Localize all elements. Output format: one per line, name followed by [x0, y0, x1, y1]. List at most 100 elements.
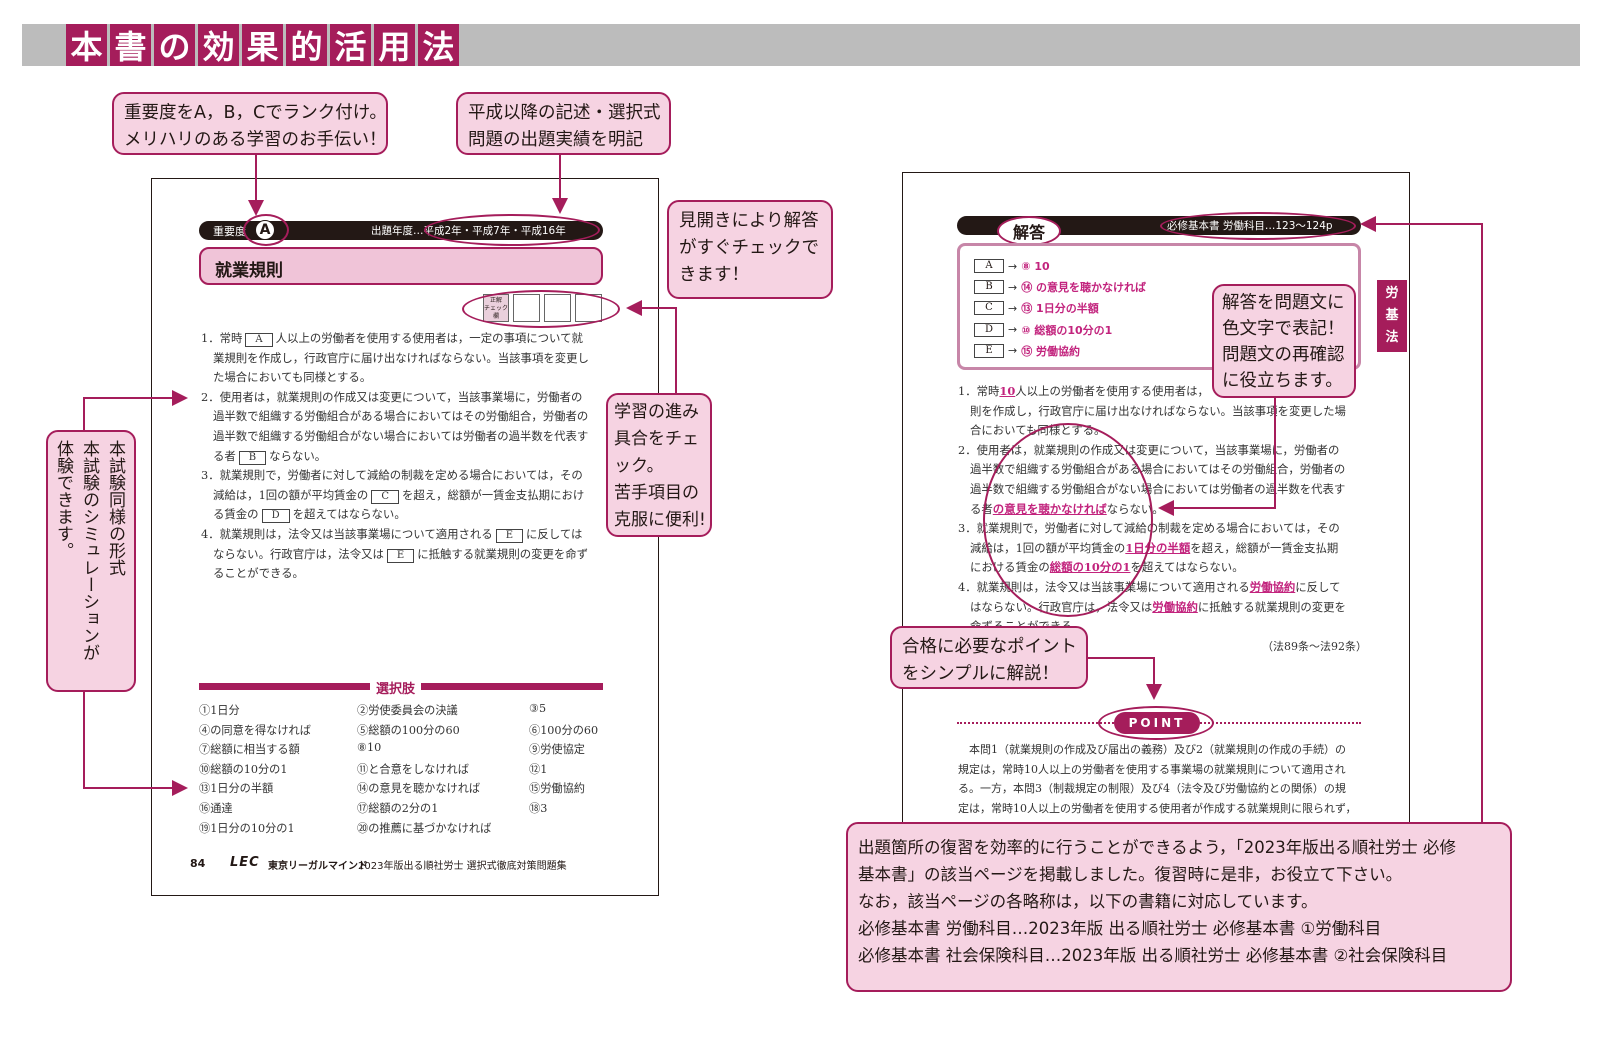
publisher-logo: LEC: [230, 855, 260, 870]
answer-line: はならない。行政官庁は，法令又は労働協約に抵触する就業規則の変更を: [958, 598, 1346, 618]
text-run: に反しては: [526, 526, 583, 541]
check-boxes-highlight-ring: [462, 290, 620, 328]
callout-simulation: 本試験同様の形式 本試験のシミュレーションが 体験できます。: [46, 430, 136, 692]
answer-line: 1．常時10人以上の労働者を使用する使用者は，: [958, 382, 1346, 402]
text-run: はならない。行政官庁は，法令又は: [970, 599, 1153, 614]
arrow-icon: →: [1008, 344, 1018, 358]
answer-key: D: [974, 322, 1004, 337]
choice-item: ⑥100分の60: [529, 723, 599, 737]
callout-spread: 見開きにより解答 がすぐチェックで きます！: [667, 200, 833, 299]
callout-line: なお，該当ページの各略称は，以下の書籍に対応しています。: [858, 892, 1318, 911]
title-char: 用: [374, 24, 415, 66]
answer-line: 2．使用者は，就業規則の作成又は変更について，当該事業場に，労働者の: [958, 442, 1340, 457]
choices-title-text: 選択肢: [376, 682, 416, 697]
callout-line: をシンプルに解説！: [902, 664, 1059, 685]
choice-item: ⑤総額の100分の60: [357, 723, 460, 737]
title-char: の: [154, 24, 195, 66]
title-char: 果: [242, 24, 283, 66]
text-run: を超え，総額が一賃金支払期におけ: [401, 487, 585, 502]
blank-e-2: E: [386, 548, 415, 563]
text-run: ならない。: [1106, 501, 1164, 516]
section-title: 就業規則: [215, 261, 283, 281]
choice-item: ⑱3: [529, 802, 548, 815]
answer-row: B →⑭ の意見を聴かなければ: [974, 277, 1146, 297]
answer-value: ⑧ 10: [1021, 259, 1050, 273]
answer-line: 過半数で組織する労働組合がある場合においてはその労働組合，労働者の: [970, 462, 1346, 477]
answer-highlight: 1日分の半額: [1125, 540, 1191, 555]
law-reference: （法89条～法92条）: [1262, 640, 1367, 653]
page-footer: 84 LEC 東京リーガルマインド 2023年版出る順社労士 選択式徹底対策問題…: [190, 855, 620, 874]
callout-line: 合格に必要なポイント: [902, 637, 1077, 657]
page-title: 本 書 の 効 果 的 活 用 法: [66, 24, 459, 66]
callout-line: がすぐチェックで: [679, 238, 819, 258]
choice-item: ⑬1日分の半額: [199, 782, 274, 796]
text-run: る賃金の: [213, 507, 259, 522]
text-run: を超えてはならない。: [292, 507, 406, 522]
text-run: 1．常時: [201, 331, 243, 345]
callout-line: 体験できます。: [53, 440, 73, 559]
callout-line: に役立ちます。: [1222, 371, 1343, 391]
choice-item: ⑦総額に相当する額: [199, 743, 300, 757]
answer-value: ⑮ 労働協約: [1021, 344, 1081, 358]
question-line: ることができる。: [213, 566, 304, 581]
answer-key: C: [974, 301, 1004, 316]
side-tab-char: 労: [1385, 286, 1399, 301]
choices-list: ①1日分 ②労使委員会の決議 ③5 ④の同意を得なければ ⑤総額の100分の60…: [199, 702, 609, 842]
callout-bottom: 出題箇所の復習を効率的に行うことができるよう，「2023年版出る順社労士 必修 …: [846, 822, 1512, 992]
title-char: 本: [66, 24, 107, 66]
arrow-icon: →: [1008, 301, 1018, 315]
answer-line: 4．就業規則は，法令又は当該事業場について適用される労働協約に反して: [958, 578, 1346, 598]
answer-value: ⑬ 1日分の半額: [1021, 302, 1099, 316]
answer-highlight: 総額の10分の1: [1049, 560, 1131, 575]
choice-item: ⑰総額の2分の1: [357, 802, 439, 815]
title-char: 的: [286, 24, 327, 66]
choice-item: ⑮労働協約: [529, 782, 585, 796]
text-run: る者: [970, 501, 993, 516]
page-number: 84: [190, 857, 206, 870]
title-char: 効: [198, 24, 239, 66]
title-char: 法: [418, 24, 459, 66]
choice-item: ⑳の推薦に基づかなければ: [357, 821, 492, 835]
choice-item: ⑲1日分の10分の1: [199, 821, 295, 835]
question-line: 2．使用者は，就業規則の作成又は変更について，当該事業場に，労働者の: [201, 389, 583, 404]
callout-line: 問題の出題実績を明記: [468, 130, 643, 151]
callout-line: 本試験同様の形式: [105, 440, 125, 576]
importance-highlight-ring: [243, 214, 289, 246]
choices-title: 選択肢: [370, 678, 422, 697]
choice-item: ⑩総額の10分の1: [199, 762, 288, 776]
choice-item: ②労使委員会の決議: [357, 704, 458, 717]
choice-item: ⑪と合意をしなければ: [357, 762, 469, 776]
callout-line: 基本書」の該当ページを掲載しました。復習時に是非，お役立て下さい。: [858, 865, 1403, 884]
publisher-name: 東京リーガルマインド: [268, 861, 368, 872]
text-run: に抵触する就業規則の変更を: [1197, 599, 1346, 614]
answer-text: 1．常時10人以上の労働者を使用する使用者は， 則を作成し，行政官庁に届け出なけ…: [958, 382, 1346, 637]
text-run: における賃金の: [970, 560, 1050, 575]
arrow-icon: →: [1008, 323, 1018, 337]
question-line: 3．就業規則で，労働者に対して減給の制裁を定める場合においては，その: [201, 468, 583, 483]
blank-c: C: [371, 489, 399, 504]
commentary-line: 本問1（就業規則の作成及び届出の義務）及び2（就業規則の作成の手続）の: [969, 743, 1346, 756]
choice-item: ④の同意を得なければ: [199, 723, 311, 737]
callout-line: 必修基本書 労働科目…2023年版 出る順社労士 必修基本書 ①労働科目: [858, 919, 1382, 938]
text-run: 人以上の労働者を使用する使用者は，一定の事項について就: [275, 331, 583, 345]
blank-d: D: [261, 509, 290, 524]
answer-label-badge: 解答: [997, 216, 1061, 246]
answer-row: D→⑩ 総額の10分の1: [974, 320, 1146, 340]
choice-item: ⑭の意見を聴かなければ: [357, 782, 481, 796]
answer-key: B: [974, 280, 1004, 295]
side-tab: 労 基 法: [1377, 280, 1407, 352]
side-tab-char: 基: [1385, 308, 1399, 323]
answer-value: ⑭ の意見を聴かなければ: [1021, 281, 1147, 295]
arrow-icon: →: [1008, 259, 1018, 273]
arrow-icon: →: [1008, 280, 1018, 294]
text-run: を超えてはならない。: [1130, 560, 1244, 575]
callout-answer-color: 解答を問題文に 色文字で表記！ 問題文の再確認 に役立ちます。: [1212, 284, 1356, 398]
text-run: 人以上の労働者を使用する使用者は，: [1015, 384, 1209, 398]
question-line: 業規則を作成し，行政官庁に届け出なければならない。当該事項を変更し: [213, 350, 589, 365]
answer-key: A: [974, 259, 1004, 273]
choice-item: ⑫1: [529, 762, 548, 776]
answer-line: 減給は，1回の額が平均賃金の1日分の半額を超え，総額が一賃金支払期: [958, 539, 1346, 559]
